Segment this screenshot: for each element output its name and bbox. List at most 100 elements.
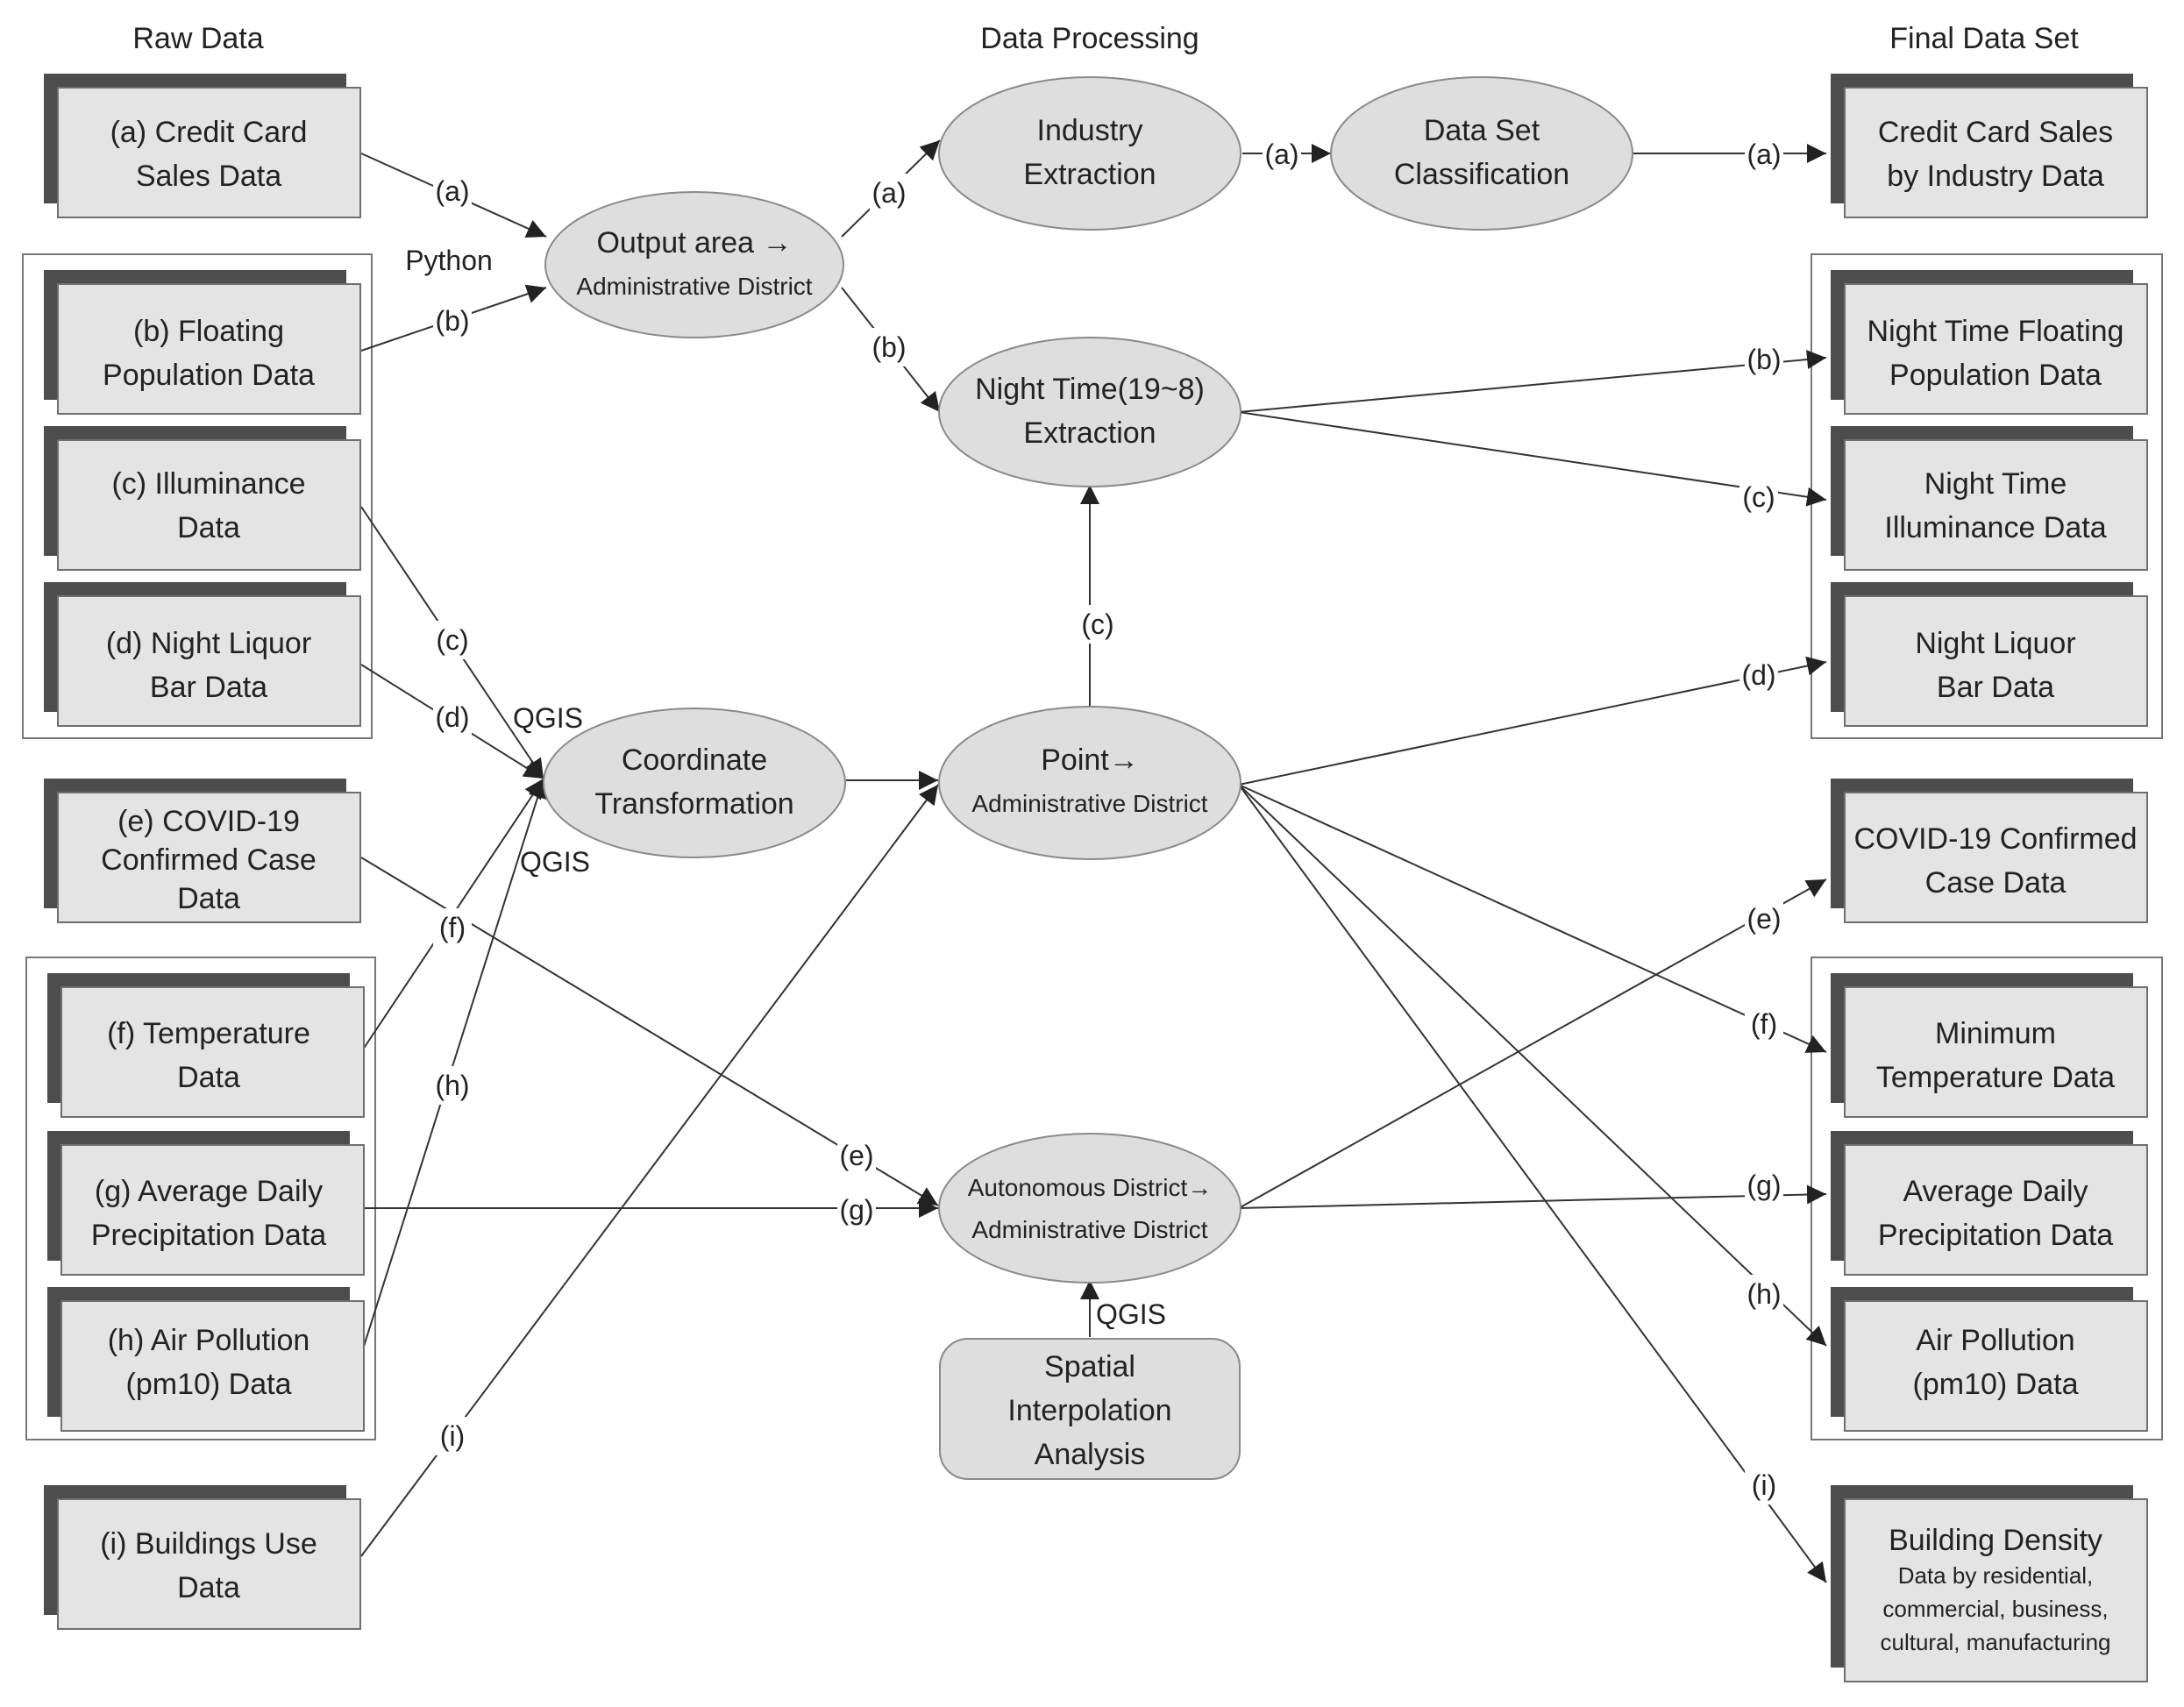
tool-label-qgis-3: QGIS — [1096, 1298, 1166, 1330]
raw-h-air-pollution-box: (h) Air Pollution(pm10) Data — [47, 1287, 365, 1432]
raw-group-b-d-frame — [22, 253, 373, 739]
svg-text:Autonomous District→Administra: Autonomous District→Administrative Distr… — [968, 1174, 1213, 1243]
edge-h-point-to-final — [1238, 784, 1827, 1347]
edge-label-b-3: (b) — [1745, 340, 1783, 379]
edge-label-g-2: (g) — [1745, 1166, 1783, 1205]
svg-text:(a): (a) — [1746, 139, 1781, 170]
svg-text:(i): (i) — [1752, 1469, 1776, 1501]
svg-text:(g): (g) — [839, 1194, 873, 1226]
svg-text:(e): (e) — [1746, 903, 1781, 935]
edge-label-c-1: (c) — [433, 621, 472, 659]
edge-label-h-2: (h) — [1745, 1275, 1783, 1313]
svg-text:(a): (a) — [435, 175, 469, 207]
edge-b-nighttime-to-final — [1238, 350, 1827, 413]
svg-text:Air Pollution(pm10) Data: Air Pollution(pm10) Data — [1913, 1324, 2079, 1401]
svg-text:Night Time(19~8)Extraction: Night Time(19~8)Extraction — [975, 373, 1205, 450]
edge-label-e-2: (e) — [1745, 900, 1783, 938]
edge-label-f-2: (f) — [1745, 1005, 1783, 1043]
svg-text:(h): (h) — [435, 1070, 469, 1101]
svg-text:(c): (c) — [1081, 608, 1113, 640]
edge-label-g-1: (g) — [837, 1191, 876, 1229]
svg-text:(b): (b) — [435, 305, 469, 337]
edge-e-autonomous-to-final — [1238, 878, 1827, 1209]
edge-label-e-1: (e) — [837, 1136, 876, 1175]
edge-f-point-to-final — [1238, 784, 1827, 1053]
svg-text:(b): (b) — [1746, 344, 1781, 375]
edge-labels-layer: (a) (b) (c) (d) (f) (h) (i) (e) (g) (a) … — [433, 135, 1783, 1504]
edge-label-i-1: (i) — [433, 1417, 472, 1455]
process-autonomous-district-ellipse: Autonomous District→Administrative Distr… — [938, 1133, 1241, 1284]
tool-label-python: Python — [405, 245, 493, 276]
svg-text:(i): (i) — [440, 1420, 465, 1452]
final-data-set-column-title: Final Data Set — [1889, 22, 2079, 55]
final-h-air-pollution-box: Air Pollution(pm10) Data — [1831, 1287, 2148, 1432]
tool-label-qgis-2: QGIS — [520, 846, 590, 878]
svg-text:Point→Administrative District: Point→Administrative District — [971, 743, 1207, 817]
edge-label-a-2: (a) — [870, 174, 908, 212]
edge-label-b-1: (b) — [433, 302, 472, 340]
svg-text:(h) Air Pollution(pm10) Data: (h) Air Pollution(pm10) Data — [108, 1324, 310, 1401]
edge-label-d-1: (d) — [433, 698, 472, 736]
edge-label-f-1: (f) — [433, 908, 472, 947]
svg-text:(a): (a) — [1264, 139, 1298, 170]
edge-label-c-3: (c) — [1739, 478, 1778, 516]
svg-text:(a): (a) — [871, 177, 906, 209]
data-processing-column-title: Data Processing — [980, 22, 1199, 55]
svg-text:(c): (c) — [436, 624, 468, 656]
svg-text:(f): (f) — [439, 912, 466, 943]
process-point-to-district-ellipse: Point→Administrative District — [938, 706, 1241, 860]
edge-label-a-4: (a) — [1745, 135, 1783, 174]
process-output-area-ellipse: Output area →Administrative District — [544, 191, 844, 338]
raw-data-column-title: Raw Data — [132, 22, 263, 55]
edge-label-h-1: (h) — [433, 1066, 472, 1105]
edge-label-d-2: (d) — [1739, 656, 1778, 694]
edge-g-autonomous-to-final — [1238, 1184, 1827, 1209]
edge-label-b-2: (b) — [870, 328, 908, 366]
svg-text:(c): (c) — [1742, 481, 1775, 513]
edge-label-i-2: (i) — [1745, 1466, 1783, 1504]
edge-label-c-2: (c) — [1078, 605, 1117, 644]
raw-group-f-h-frame — [25, 957, 376, 1440]
edge-i-point-to-final — [1238, 784, 1827, 1583]
svg-text:(e): (e) — [839, 1140, 873, 1171]
svg-text:(f): (f) — [1751, 1008, 1777, 1040]
svg-text:(b): (b) — [871, 331, 906, 363]
